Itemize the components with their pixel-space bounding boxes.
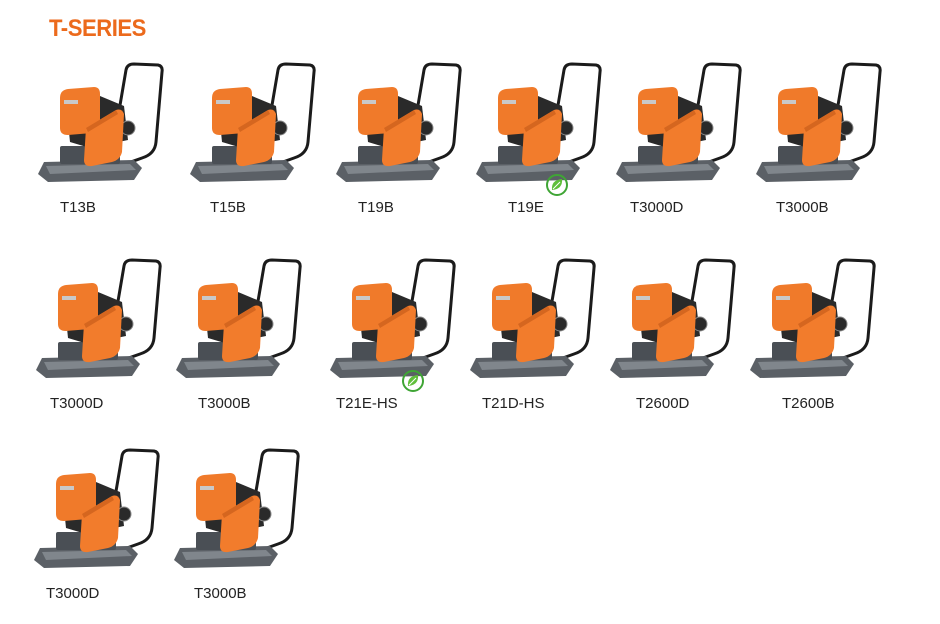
plate-compactor-image (174, 448, 300, 568)
product-card[interactable]: T3000B (166, 448, 306, 608)
plate-compactor-image (756, 62, 882, 182)
product-model-label[interactable]: T2600B (782, 395, 835, 412)
product-card[interactable]: T13B (30, 62, 170, 222)
plate-compactor-image (38, 62, 164, 182)
product-model-label[interactable]: T3000B (776, 199, 829, 216)
plate-compactor-image (36, 258, 162, 378)
eco-leaf-icon (402, 370, 424, 392)
product-card[interactable]: T19B (328, 62, 468, 222)
plate-compactor-image (190, 62, 316, 182)
product-model-label[interactable]: T3000B (198, 395, 251, 412)
page-title: T-SERIES (49, 15, 146, 42)
product-card[interactable]: T15B (182, 62, 322, 222)
product-card[interactable]: T3000B (168, 258, 308, 418)
product-card[interactable]: T3000D (608, 62, 748, 222)
plate-compactor-image (610, 258, 736, 378)
plate-compactor-image (470, 258, 596, 378)
plate-compactor-image (750, 258, 876, 378)
product-card[interactable]: T21D-HS (462, 258, 602, 418)
eco-leaf-icon (546, 174, 568, 196)
product-model-label[interactable]: T19B (358, 199, 394, 216)
product-model-label[interactable]: T3000D (46, 585, 100, 602)
plate-compactor-image (330, 258, 456, 378)
plate-compactor-image (176, 258, 302, 378)
product-card[interactable]: T2600B (742, 258, 882, 418)
product-model-label[interactable]: T3000D (50, 395, 104, 412)
product-card[interactable]: T3000B (748, 62, 888, 222)
product-card[interactable]: T2600D (602, 258, 742, 418)
product-model-label[interactable]: T21E-HS (336, 395, 398, 412)
product-model-label[interactable]: T13B (60, 199, 96, 216)
product-model-label[interactable]: T21D-HS (482, 395, 545, 412)
product-card[interactable]: T19E (468, 62, 608, 222)
product-card[interactable]: T3000D (28, 258, 168, 418)
plate-compactor-image (476, 62, 602, 182)
product-model-label[interactable]: T15B (210, 199, 246, 216)
product-model-label[interactable]: T19E (508, 199, 544, 216)
plate-compactor-image (34, 448, 160, 568)
plate-compactor-image (336, 62, 462, 182)
product-model-label[interactable]: T2600D (636, 395, 690, 412)
product-model-label[interactable]: T3000D (630, 199, 684, 216)
plate-compactor-image (616, 62, 742, 182)
product-card[interactable]: T21E-HS (322, 258, 462, 418)
product-card[interactable]: T3000D (26, 448, 166, 608)
product-model-label[interactable]: T3000B (194, 585, 247, 602)
